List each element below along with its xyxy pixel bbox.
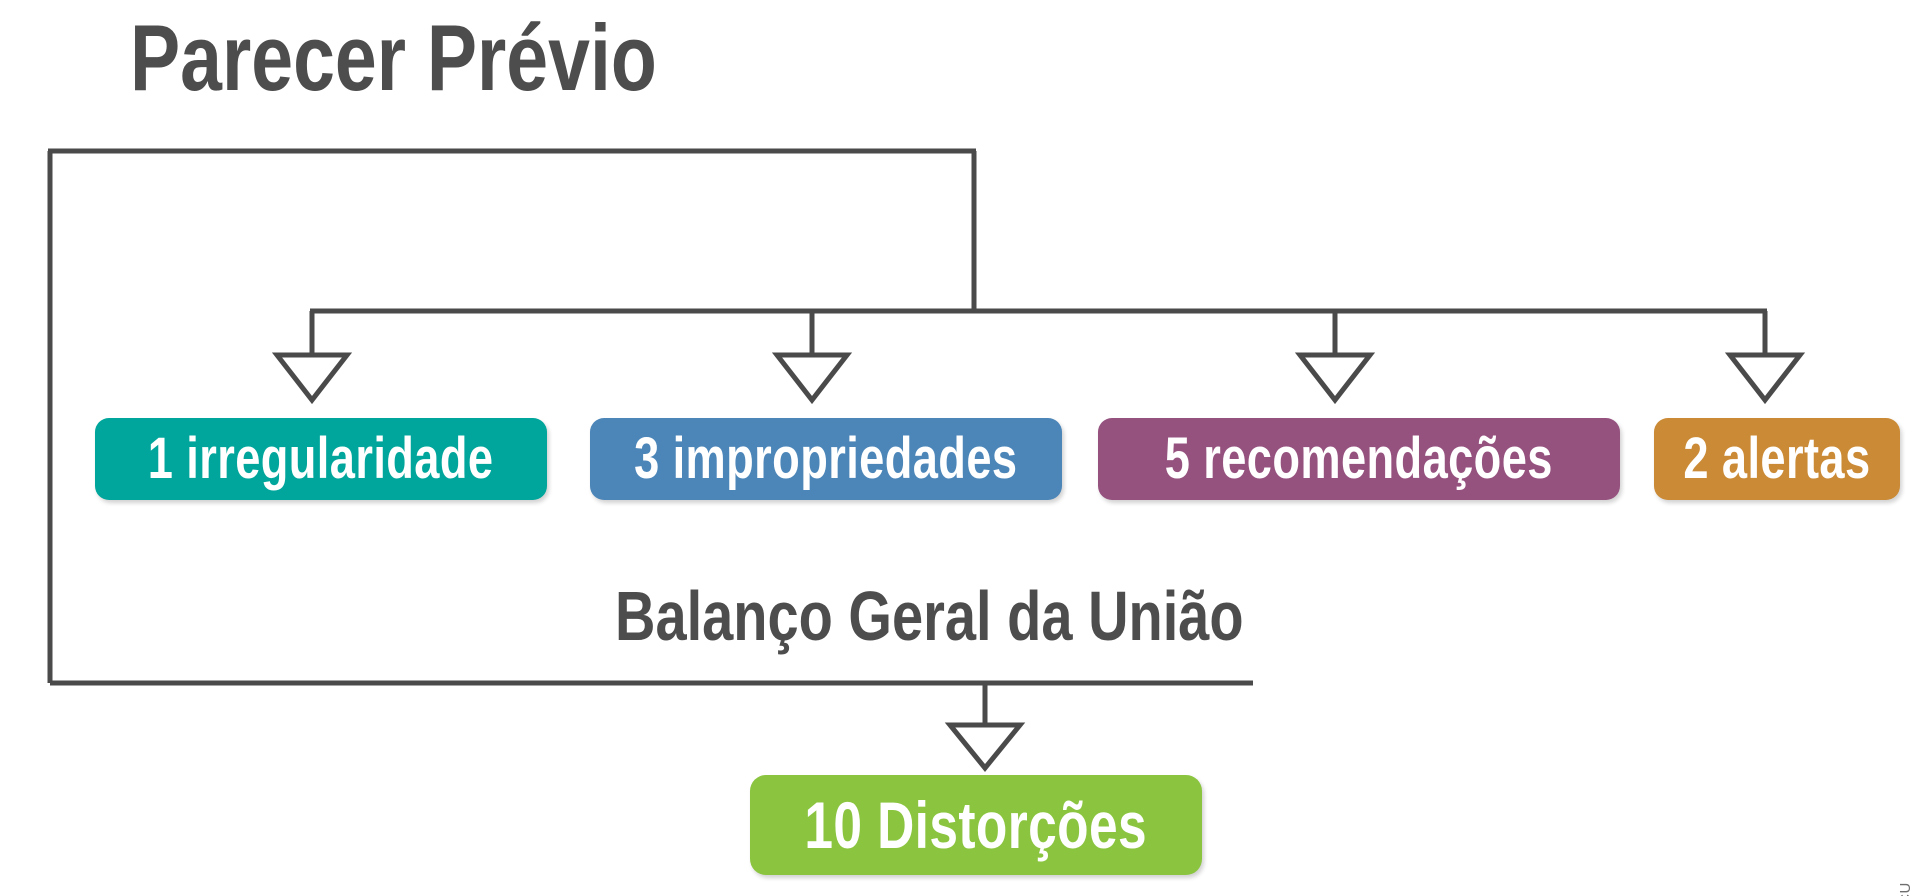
section-title-balanco-geral: Balanço Geral da União: [615, 577, 1244, 655]
arrow-alertas: [1724, 352, 1806, 405]
arrow-recomendacoes: [1294, 352, 1376, 405]
arrow-impropriedades: [771, 352, 853, 405]
finding-label-irregularidade: 1 irregularidade: [148, 426, 494, 491]
finding-label-alertas: 2 alertas: [1683, 426, 1871, 491]
finding-pill-irregularidade: 1 irregularidade: [95, 418, 547, 500]
arrow-irregularidade: [271, 352, 353, 405]
credit-text: Secom/TCU: [1897, 882, 1914, 896]
outcome-pill-distorcoes: 10 Distorções: [750, 775, 1202, 875]
finding-label-impropriedades: 3 impropriedades: [634, 426, 1018, 491]
finding-label-recomendacoes: 5 recomendações: [1164, 426, 1554, 491]
finding-pill-impropriedades: 3 impropriedades: [590, 418, 1062, 500]
outcome-label-distorcoes: 10 Distorções: [804, 788, 1148, 862]
finding-pill-alertas: 2 alertas: [1654, 418, 1900, 500]
finding-pill-recomendacoes: 5 recomendações: [1098, 418, 1620, 500]
page-title: Parecer Prévio: [130, 5, 657, 110]
arrow-distorcoes: [944, 722, 1026, 772]
